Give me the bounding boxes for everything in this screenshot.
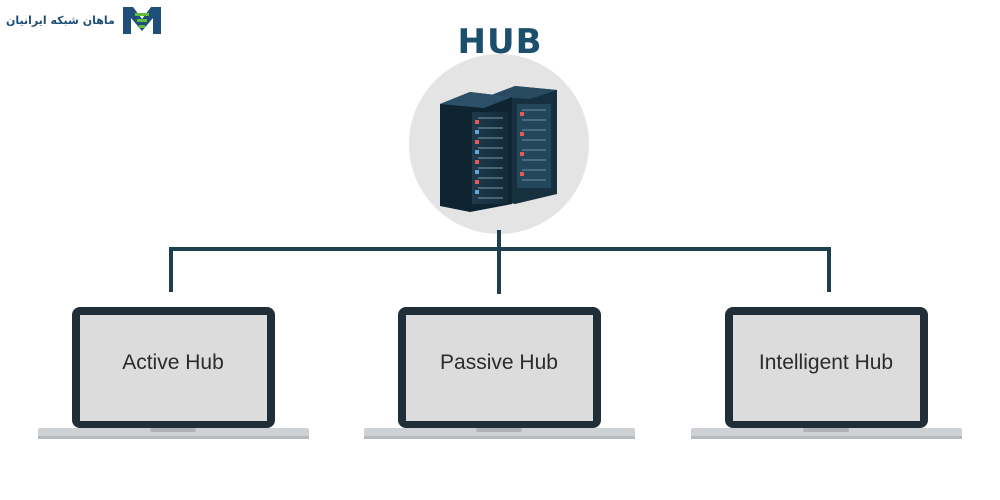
laptop-passive-hub [364,307,635,439]
laptop-label-intelligent: Intelligent Hub [758,351,894,374]
connector-lines [169,230,831,294]
laptop-label-active: Active Hub [122,351,224,374]
mahan-logo-icon [122,7,161,34]
laptop-label-passive: Passive Hub [440,351,558,374]
laptop-intelligent-hub [691,307,962,439]
brand-name: ماهان شبکه ایرانیان [6,13,115,27]
laptop-active-hub [38,307,309,439]
brand-logo[interactable]: ماهان شبکه ایرانیان [6,4,163,36]
server-rack-icon [440,86,557,212]
